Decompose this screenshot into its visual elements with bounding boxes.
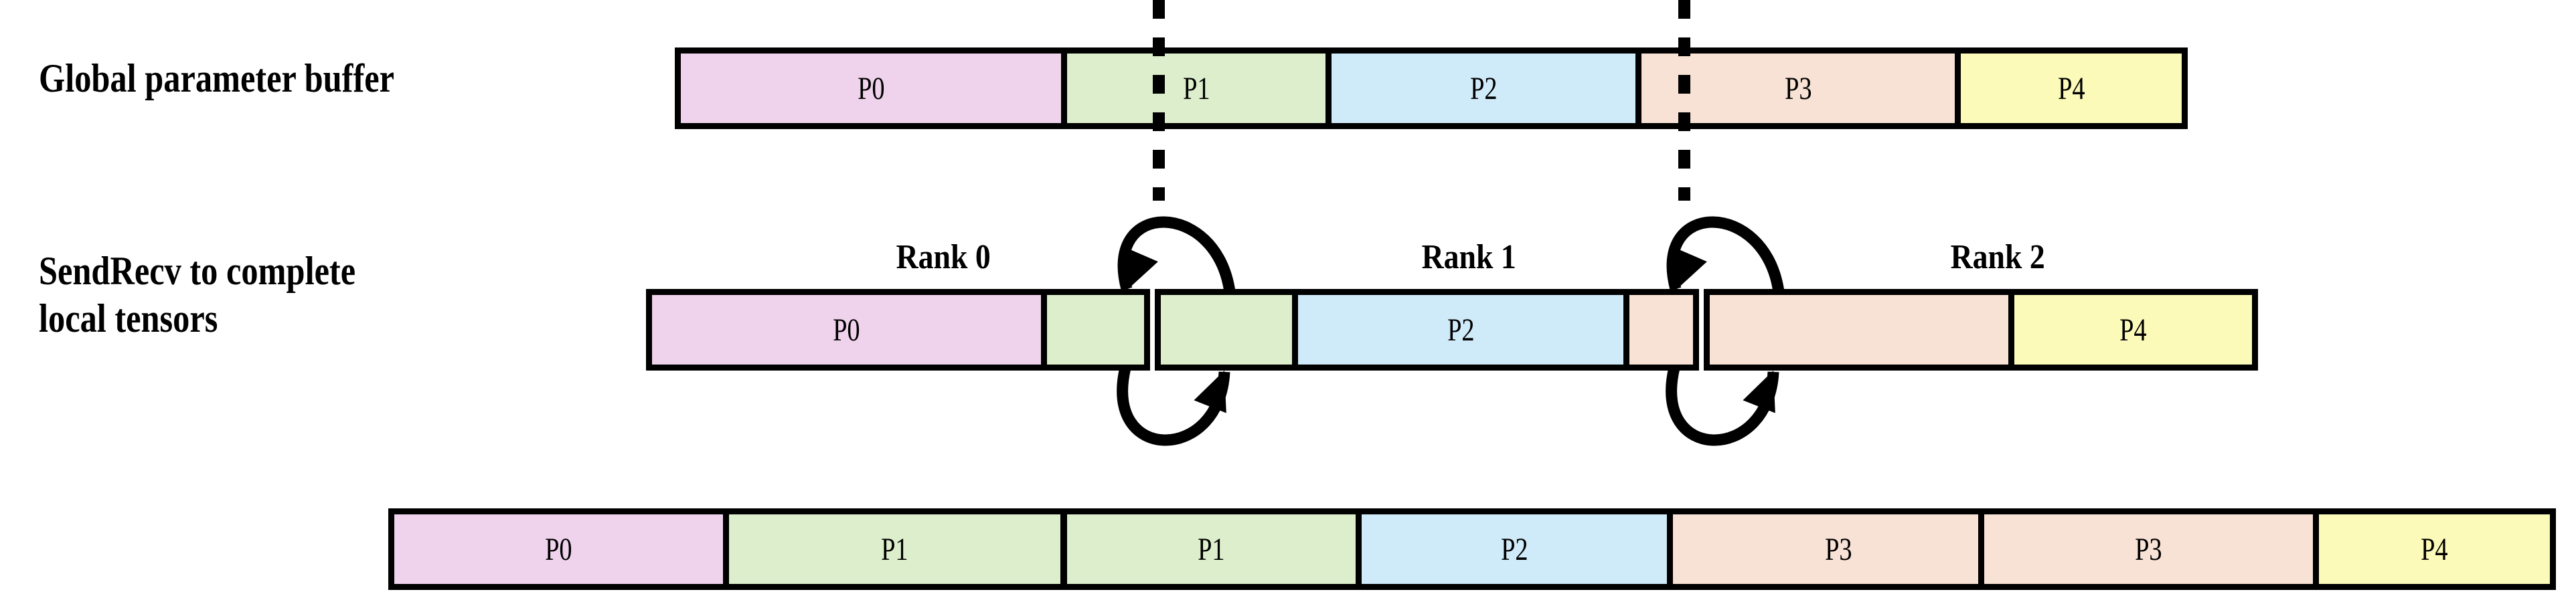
- result-block-rank1-segment-p2: P2: [1362, 514, 1673, 584]
- segment-label: P4: [2057, 70, 2085, 106]
- split-line-rank1-rank2: [1678, 0, 1690, 201]
- exchange-arrow-rank1-rank2-upper-arc: [1666, 216, 1785, 293]
- global-buffer-segment-p2: P2: [1332, 54, 1641, 123]
- segment-label: P4: [2119, 312, 2147, 348]
- exchange-arrow-rank0-rank1-lower-arc: [1117, 367, 1230, 446]
- segment-label: P1: [1198, 531, 1225, 567]
- rank-label-rank0: Rank 0: [896, 238, 991, 276]
- segment-label: P0: [833, 312, 860, 348]
- rank-label-rank2: Rank 2: [1951, 238, 2046, 276]
- segment-label: P2: [1469, 70, 1498, 106]
- sendrecv-block-rank1: P2: [1155, 289, 1699, 371]
- segment-label: P1: [881, 531, 908, 567]
- sendrecv-block-rank2: P4: [1704, 289, 2258, 371]
- sendrecv-block-rank0-segment-partial-1: [1047, 295, 1144, 365]
- global-parameter-buffer: P0 P1 P2 P3 P4: [675, 47, 2188, 129]
- segment-label: P1: [1182, 70, 1210, 106]
- exchange-arrow-rank0-rank1-head-down: [1194, 371, 1226, 413]
- row-label-global-parameter-buffer: Global parameter buffer: [39, 56, 394, 100]
- result-block-rank0-segment-p0: P0: [394, 514, 729, 584]
- sendrecv-block-rank1-segment-p2: P2: [1298, 295, 1629, 365]
- result-block-rank2: P3 P4: [1978, 508, 2556, 590]
- result-block-rank1-segment-p1: P1: [1067, 514, 1362, 584]
- exchange-arrow-rank1-rank2-lower-arc: [1666, 367, 1779, 446]
- segment-label: P4: [2421, 531, 2448, 567]
- segment-label: P2: [1447, 312, 1475, 348]
- segment-label: P2: [1500, 531, 1528, 567]
- sendrecv-block-rank0-segment-p0: P0: [652, 295, 1047, 365]
- exchange-arrow-rank1-rank2-head-up: [1675, 247, 1707, 290]
- segment-label: P0: [545, 531, 572, 567]
- result-block-rank0-segment-p1: P1: [729, 514, 1060, 584]
- exchange-arrow-rank0-rank1-head-up: [1126, 247, 1158, 290]
- sendrecv-block-rank2-segment-p4: P4: [2014, 295, 2252, 365]
- segment-label: P0: [857, 70, 885, 106]
- segment-label: P3: [1825, 531, 1852, 567]
- sendrecv-block-rank1-segment-partial-0: [1161, 295, 1298, 365]
- result-block-rank0: P0 P1: [388, 508, 1066, 590]
- result-block-rank1-segment-p3: P3: [1673, 514, 2004, 584]
- result-block-rank1: P1 P2 P3: [1061, 508, 2010, 590]
- result-block-rank2-segment-p3: P3: [1984, 514, 2319, 584]
- exchange-arrow-rank0-rank1-upper-arc: [1117, 216, 1236, 293]
- rank-label-rank1: Rank 1: [1422, 238, 1517, 276]
- split-line-rank0-rank1: [1153, 0, 1165, 201]
- global-buffer-segment-p1: P1: [1067, 54, 1332, 123]
- segment-label: P3: [2135, 531, 2162, 567]
- sendrecv-block-rank2-segment-partial-0: [1710, 295, 2014, 365]
- segment-label: P3: [1784, 70, 1812, 106]
- exchange-arrow-rank1-rank2-head-down: [1743, 371, 1775, 413]
- sendrecv-block-rank0: P0: [646, 289, 1150, 371]
- result-block-rank2-segment-p4: P4: [2319, 514, 2550, 584]
- row-label-sendrecv-local-tensors: SendRecv to complete local tensors: [39, 249, 356, 340]
- global-buffer-segment-p4: P4: [1961, 54, 2182, 123]
- sendrecv-block-rank1-segment-partial-2: [1629, 295, 1693, 365]
- global-buffer-segment-p0: P0: [681, 54, 1067, 123]
